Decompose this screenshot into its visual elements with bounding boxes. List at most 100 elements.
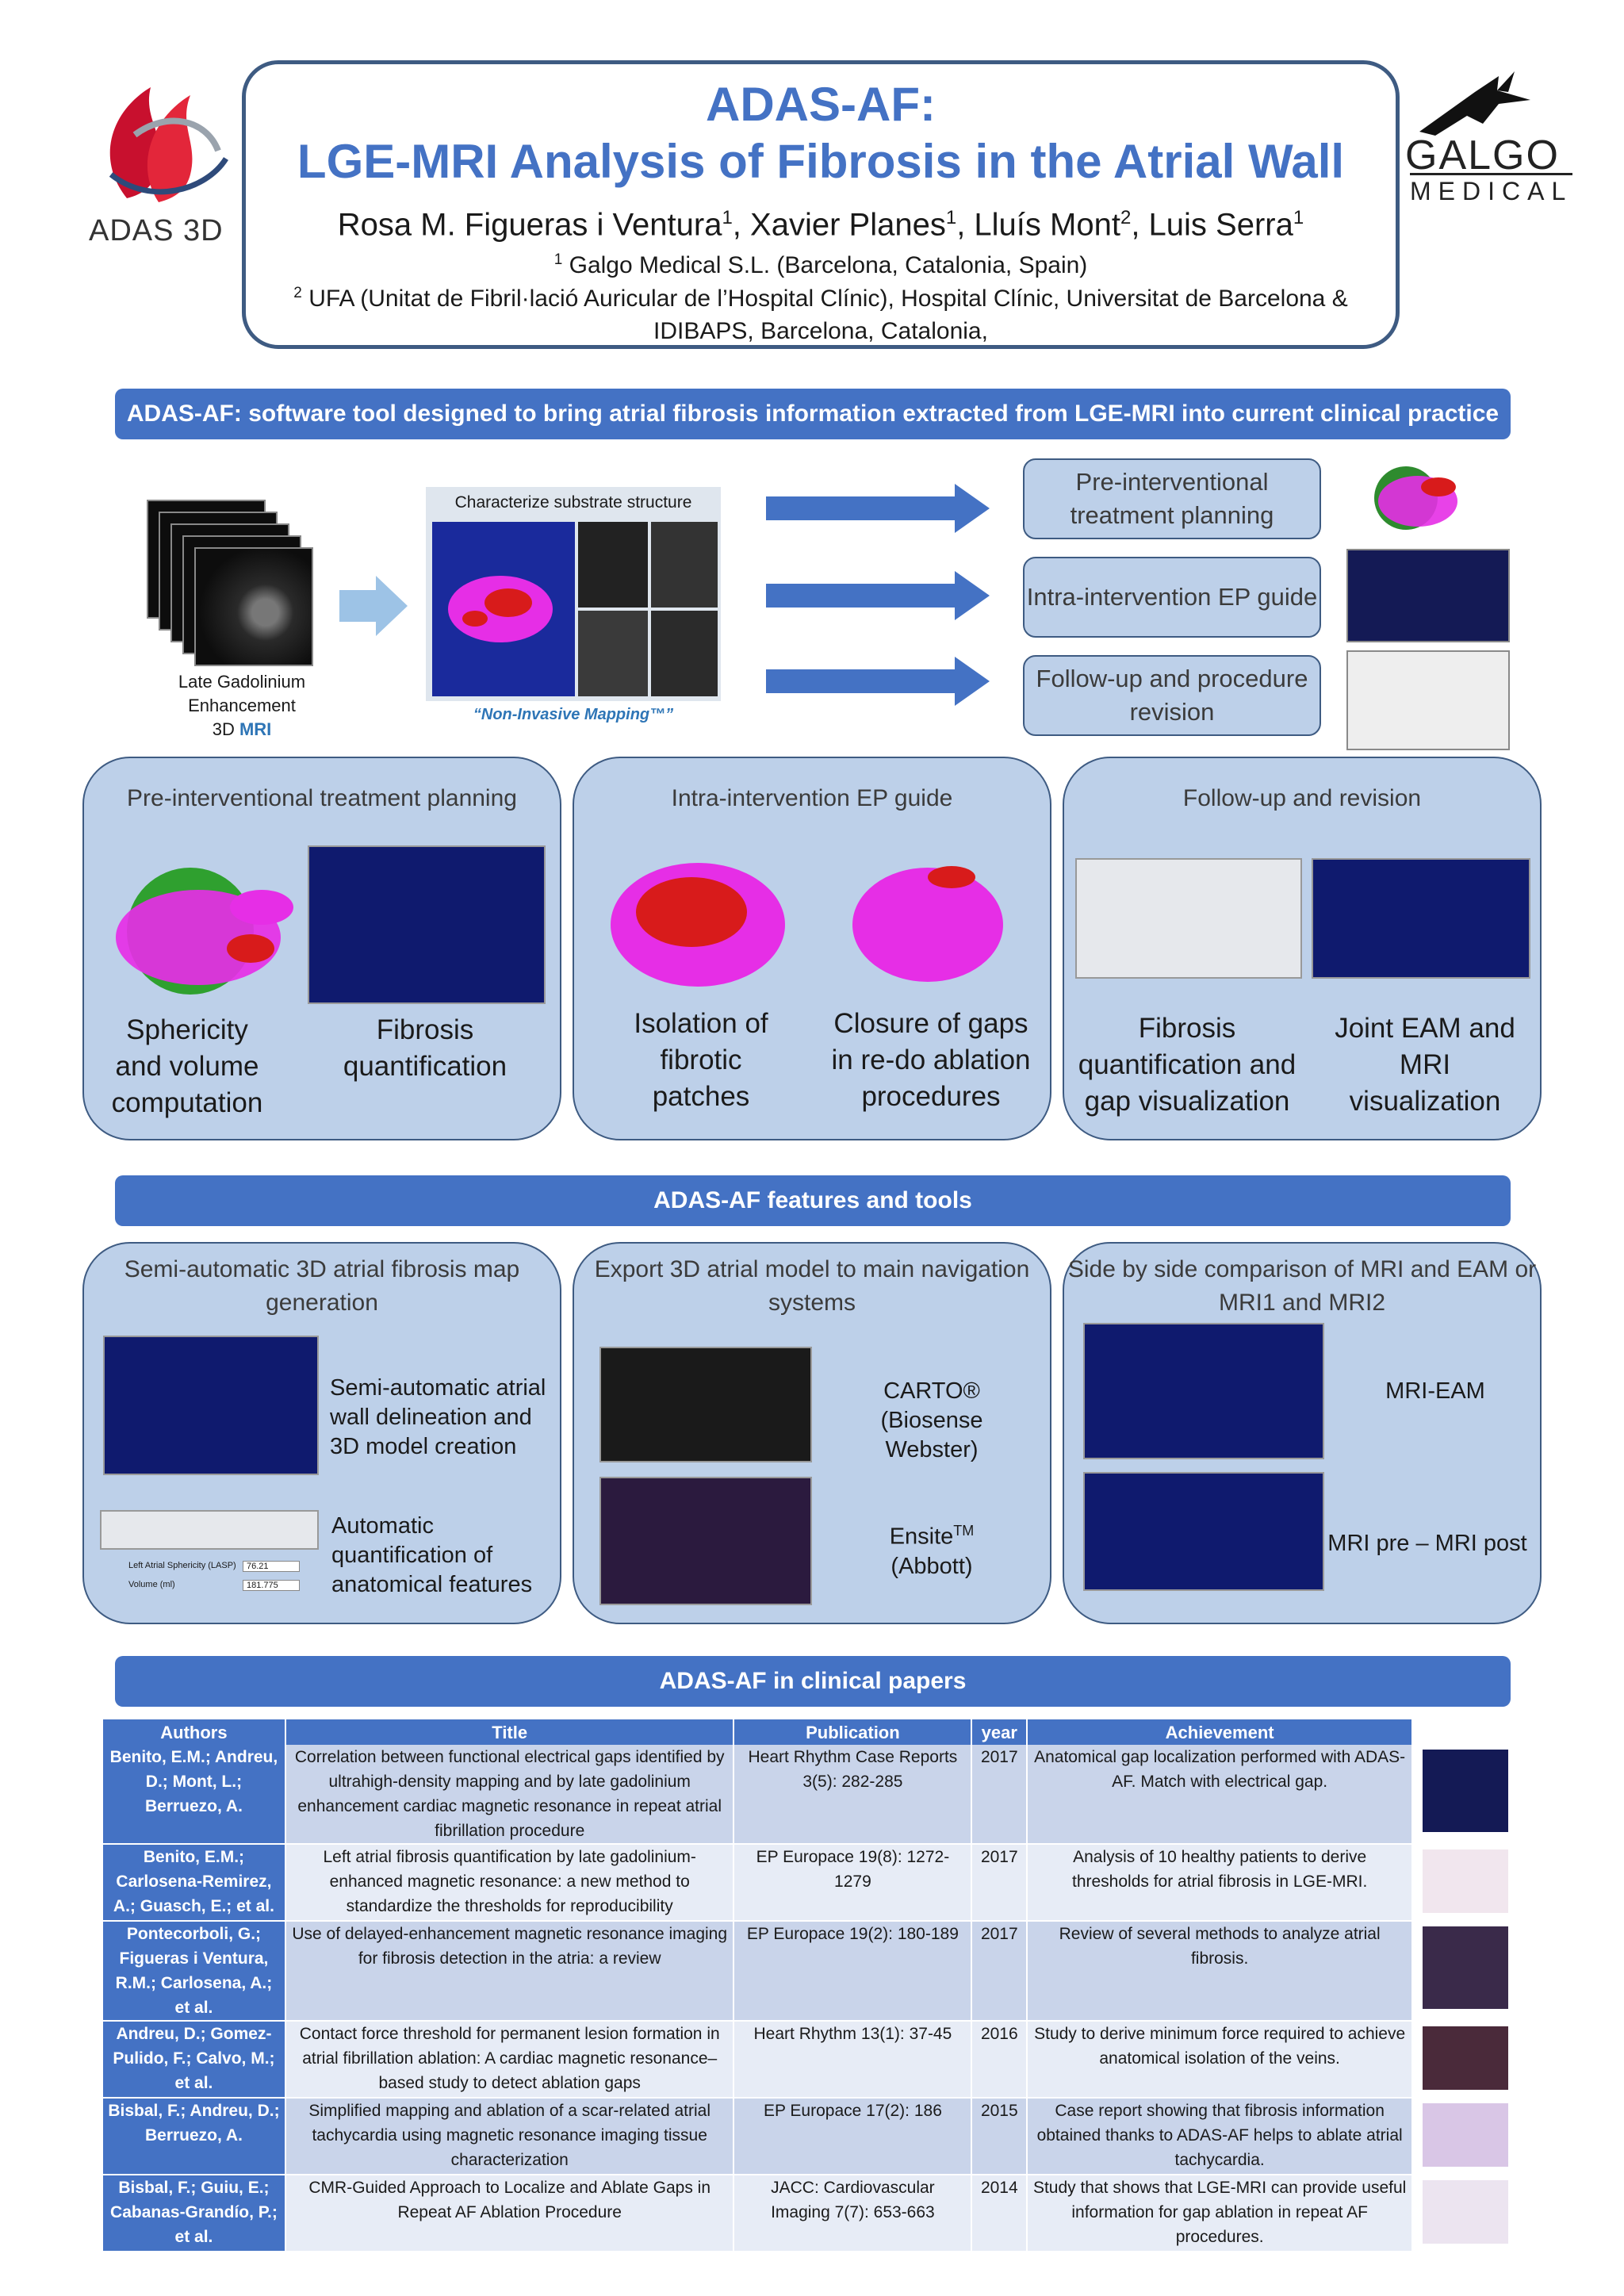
arrow-right-icon [339, 576, 408, 636]
row-figure [1411, 1921, 1520, 2022]
ep-guide-thumbnail [1346, 549, 1510, 642]
compare-panel-title: Side by side comparison of MRI and EAM o… [1067, 1256, 1537, 1316]
author-affiliation-mark: 1 [1293, 207, 1304, 228]
author-affiliation-mark: 2 [1120, 207, 1132, 228]
column-header: Title [285, 1719, 735, 1745]
row-year: 2016 [971, 2021, 1028, 2099]
affiliation-1: 1 Galgo Medical S.L. (Barcelona, Catalon… [246, 251, 1396, 279]
table-row: Andreu, D.; Gomez-Pulido, F.; Calvo, M.;… [103, 2021, 1520, 2099]
ensite-vendor: (Abbott) [891, 1553, 973, 1579]
ensite-screenshot [599, 1477, 812, 1605]
map-caption-2: Automatic quantification of anatomical f… [331, 1513, 533, 1597]
row-figure [1411, 2175, 1520, 2252]
author-name: Lluís Mont [974, 207, 1120, 243]
author-affiliation-mark: 1 [945, 207, 957, 228]
input-label-line: Enhancement [188, 696, 296, 715]
followup-panel-title: Follow-up and revision [1182, 785, 1422, 811]
map-panel: Semi-automatic 3D atrial fibrosis map ge… [82, 1242, 561, 1624]
mri-pre-post-screenshot [1083, 1472, 1324, 1591]
galgo-medical-logo [1404, 68, 1578, 203]
column-header: Authors [103, 1719, 286, 1745]
row-title: Use of delayed-enhancement magnetic reso… [285, 1921, 735, 2022]
papers-table: Authors Title Publication year Achieveme… [103, 1719, 1520, 2252]
eam-mri-screenshot [1312, 858, 1530, 979]
title-box: ADAS-AF: LGE-MRI Analysis of Fibrosis in… [242, 60, 1400, 349]
row-title: CMR-Guided Approach to Localize and Abla… [285, 2175, 735, 2252]
row-authors: Pontecorboli, G.; Figueras i Ventura, R.… [103, 1921, 286, 2022]
row-figure [1411, 1844, 1520, 1922]
column-header: year [971, 1719, 1028, 1745]
row-authors: Bisbal, F.; Guiu, E.; Cabanas-Grandío, P… [103, 2175, 286, 2252]
adas-3d-logo [79, 63, 238, 254]
row-publication: Heart Rhythm 13(1): 37-45 [733, 2021, 973, 2099]
volume-field-value: 181.775 [243, 1580, 300, 1591]
characterize-title: Characterize substrate structure [454, 493, 692, 512]
affiliation-1-text: Galgo Medical S.L. (Barcelona, Catalonia… [569, 252, 1088, 278]
planning-caption-1: Sphericity and volume computation [111, 1014, 263, 1118]
author-name: Luis Serra [1148, 207, 1293, 243]
author-list: Rosa M. Figueras i Ventura1, Xavier Plan… [337, 207, 1304, 243]
export-panel: Export 3D atrial model to main navigatio… [573, 1242, 1051, 1624]
column-header: Achievement [1027, 1719, 1413, 1745]
non-invasive-mapping-label: “Non-Invasive Mapping™” [473, 706, 674, 723]
affiliation-2-text: UFA (Unitat de Fibril·lació Auricular de… [308, 286, 1348, 312]
followup-caption-2: Joint EAM and MRI visualization [1335, 1013, 1515, 1117]
compare-caption-2: MRI pre – MRI post [1327, 1531, 1527, 1556]
intra-panel-title: Intra-intervention EP guide [671, 785, 953, 811]
author-affiliation-mark: 1 [722, 207, 733, 228]
ensite-trademark: TM [953, 1523, 975, 1539]
input-label-line: 3D [212, 719, 239, 739]
row-publication: EP Europace 19(2): 180-189 [733, 1921, 973, 2022]
affiliation-2-cont: IDIBAPS, Barcelona, Catalonia, [653, 318, 988, 344]
galgo-logo-text: GALGO [1405, 132, 1560, 178]
mri-stack-image [147, 500, 329, 666]
row-achievement: Study that shows that LGE-MRI can provid… [1027, 2175, 1413, 2252]
intra-caption-1: Isolation of fibrotic patches [634, 1008, 768, 1112]
followup-panel: Follow-up and revision Fibrosis quantifi… [1063, 757, 1542, 1140]
map-caption-1: Semi-automatic atrial wall delineation a… [330, 1375, 546, 1459]
sphericity-field: Left Atrial Sphericity (LASP) 76.21 [128, 1561, 300, 1572]
poster-title-line1: ADAS-AF: [706, 78, 936, 131]
arrow-right-icon [766, 657, 990, 706]
row-achievement: Review of several methods to analyze atr… [1027, 1921, 1413, 2022]
mri-eam-screenshot [1083, 1323, 1324, 1459]
table-row: Benito, E.M.; Andreu, D.; Mont, L.; Berr… [103, 1745, 1520, 1845]
features-banner: ADAS-AF features and tools [115, 1175, 1511, 1226]
output-ep-guide: Intra-intervention EP guide [1023, 557, 1321, 638]
input-label-line: Late Gadolinium [178, 672, 306, 692]
intra-panel: Intra-intervention EP guide Isolation of… [573, 757, 1051, 1140]
intro-banner: ADAS-AF: software tool designed to bring… [115, 389, 1511, 439]
row-authors: Bisbal, F.; Andreu, D.; Berruezo, A. [103, 2098, 286, 2175]
arrow-right-icon [766, 571, 990, 620]
map-screenshot [103, 1336, 319, 1475]
affiliation-1-mark: 1 [553, 251, 563, 268]
row-achievement: Anatomical gap localization performed wi… [1027, 1745, 1413, 1845]
ensite-label: EnsiteTM (Abbott) [833, 1516, 1031, 1581]
planning-caption-2: Fibrosis quantification [343, 1014, 508, 1082]
carto-screenshot [599, 1347, 812, 1462]
row-publication: JACC: Cardiovascular Imaging 7(7): 653-6… [733, 2175, 973, 2252]
atrium-model-icon [448, 576, 553, 642]
table-row: Bisbal, F.; Andreu, D.; Berruezo, A. Sim… [103, 2098, 1520, 2175]
row-authors: Benito, E.M.; Andreu, D.; Mont, L.; Berr… [103, 1745, 286, 1845]
table-header-row: Authors Title Publication year Achieveme… [103, 1719, 1520, 1745]
medical-logo-text: MEDICAL [1410, 173, 1573, 206]
volume-field: Volume (ml) 181.775 [128, 1580, 300, 1591]
row-figure [1411, 1745, 1520, 1845]
author-name: Xavier Planes [750, 207, 946, 243]
row-achievement: Analysis of 10 healthy patients to deriv… [1027, 1844, 1413, 1922]
carto-vendor: (Biosense Webster) [880, 1408, 983, 1462]
row-year: 2017 [971, 1921, 1028, 2022]
affiliation-2: 2 UFA (Unitat de Fibril·lació Auricular … [246, 285, 1396, 312]
follow-up-thumbnail [1346, 650, 1510, 750]
row-year: 2015 [971, 2098, 1028, 2175]
row-figure [1411, 2098, 1520, 2175]
row-publication: Heart Rhythm Case Reports 3(5): 282-285 [733, 1745, 973, 1845]
intra-caption-2: Closure of gaps in re-do ablation proced… [831, 1008, 1031, 1112]
gap-screenshot [1075, 858, 1302, 979]
row-publication: EP Europace 17(2): 186 [733, 2098, 973, 2175]
planning-panel-title: Pre-interventional treatment planning [127, 785, 517, 811]
followup-caption-1: Fibrosis quantification and gap visualiz… [1078, 1013, 1297, 1117]
row-year: 2017 [971, 1844, 1028, 1922]
row-title: Left atrial fibrosis quantification by l… [285, 1844, 735, 1922]
